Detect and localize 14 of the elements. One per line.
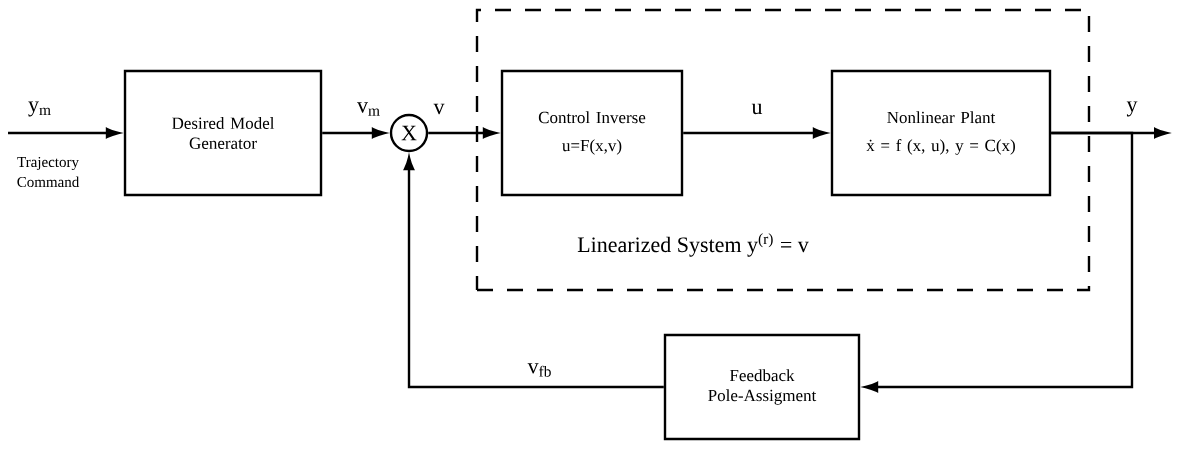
process-box: Feedback Pole-Assigment	[663, 333, 861, 441]
system-label: Linearized System y$^{(r)}$ = v	[577, 233, 809, 257]
process-box: Nonlinear Plant ẋ = f (x, u), y = C(x)	[830, 69, 1052, 197]
process-box: Control Inverse u=F(x,v)	[500, 69, 684, 197]
edge-label: v$_{m}$	[355, 100, 383, 118]
edge-label: v	[431, 101, 447, 117]
summing-junction: X	[389, 113, 429, 153]
edge-label: u	[749, 101, 765, 117]
process-box: Desired Model Generator	[123, 69, 323, 197]
edge-label: y	[1124, 99, 1140, 119]
edge-label: v$_{fb}$	[525, 361, 555, 379]
edge-label: y$_{m}$	[26, 99, 54, 119]
dashed-boundary-box	[475, 8, 1091, 292]
input-caption: Trajectory Command	[17, 157, 80, 188]
